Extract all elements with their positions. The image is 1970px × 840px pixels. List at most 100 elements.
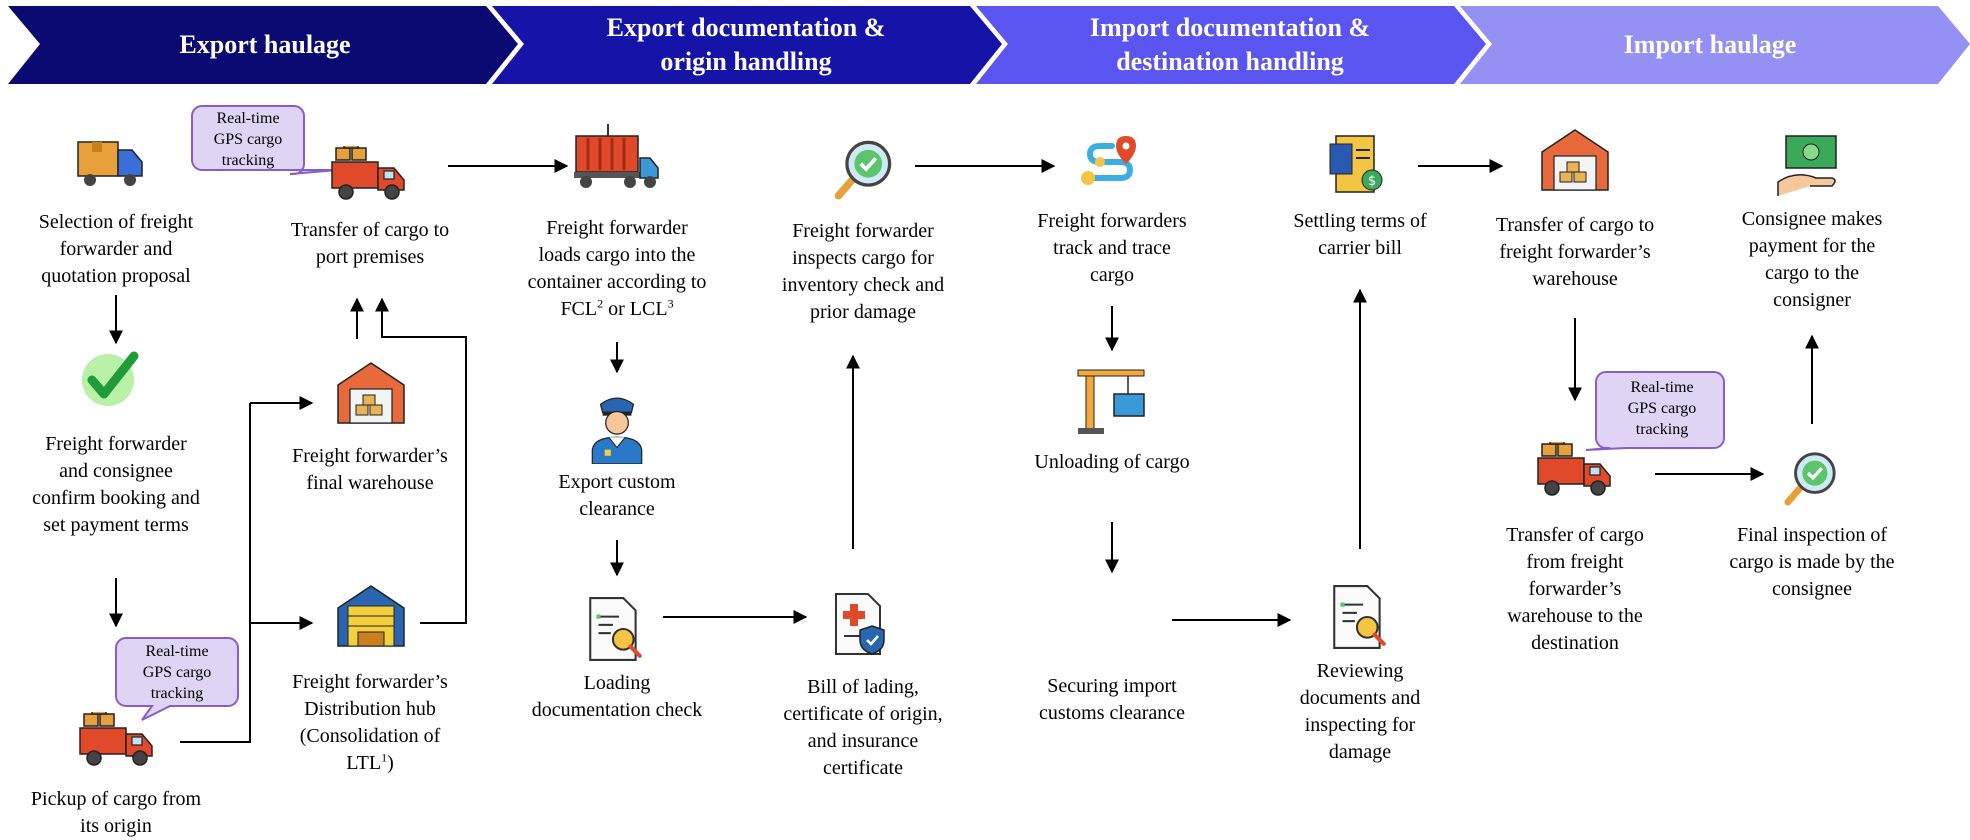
bubble-line: tracking [1635,421,1689,438]
cash-payment-icon [1777,135,1837,196]
text-part: ) [387,752,394,774]
text-line: Freight forwarder [792,220,934,242]
route-tracking-icon [1081,136,1136,185]
text-line: inventory check and [781,274,945,296]
text-line: Export custom [558,471,676,493]
inspection-magnifier-icon [1788,454,1834,502]
text-line: Freight forwarder [546,217,688,239]
text-line: Freight forwarders [1037,210,1187,232]
text-line: cargo [1089,264,1135,286]
header-label-line2: origin handling [660,47,832,76]
footnote-marker: 2 [597,296,604,311]
text-line: FCL2 or LCL3 [500,296,734,323]
checkmark-icon [82,351,139,406]
text-line: loads cargo into the [538,244,696,266]
text-line: Freight forwarder’s [292,445,448,467]
text-line: consigner [1773,289,1851,311]
text-line: destination [1531,632,1619,654]
text-line: quotation proposal [41,265,191,287]
step-inspects-label: Freight forwarder inspects cargo for inven… [750,218,976,326]
text-line: Transfer of cargo [1506,524,1644,546]
bubble-line: GPS cargo [1627,400,1697,417]
step-transfer-fw-label: Transfer of cargo to freight forwarder’s w… [1464,212,1686,293]
text-line: forwarder and [59,238,173,260]
stage-banner-import-documentation [976,6,1486,84]
text-line: confirm booking and [32,487,200,509]
bubble-line: Real-time [216,110,280,127]
text-line: certificate [823,757,903,779]
text-line: cargo to the [1764,262,1860,284]
step-bill-lading-label: Bill of lading, certificate of origin, and… [750,674,976,782]
footnote-marker: 3 [667,296,674,311]
text-line: customs clearance [1038,702,1186,724]
text-line: warehouse to the [1507,605,1643,627]
text-line: Bill of lading, [807,676,919,698]
text-line: certificate of origin, [783,703,943,725]
header-import-documentation: Import documentation & destination handl… [1020,6,1440,84]
warehouse-icon [1541,129,1609,191]
text-line: freight forwarder’s [1499,241,1651,263]
text-line: Loading [583,672,651,694]
header-label-line1: Export documentation & [606,13,886,42]
document-search-icon [590,598,640,660]
text-line: and insurance [807,730,919,752]
text-line: forwarder’s [1528,578,1622,600]
distribution-hub-icon [337,585,405,647]
header-label: Export haulage [179,30,351,59]
text-line: Freight forwarder [45,433,187,455]
text-line: inspecting for [1304,714,1416,736]
gps-bubble-shape-3 [1585,371,1725,451]
text-line: its origin [80,815,152,837]
text-line: Final inspection of [1737,524,1887,546]
bubble-line: Real-time [145,643,209,660]
text-line: cargo is made by the [1729,551,1895,573]
text-line: Settling terms of [1293,210,1427,232]
delivery-van-icon [77,141,143,186]
arrow-pickup-to-branch [180,403,251,743]
cargo-truck-icon [79,712,153,766]
text-part: or LCL [603,298,668,320]
text-line: documents and [1299,687,1421,709]
step-import-customs-label: Securing import customs clearance [1000,673,1224,727]
text-line: Reviewing [1316,660,1404,682]
reviewing-document-icon [1334,586,1384,648]
step-loading-doc-label: Loading documentation check [500,670,734,724]
stage-banner-import-haulage [1460,6,1970,84]
bubble-line: GPS cargo [213,131,283,148]
text-line: inspects cargo for [792,247,934,269]
text-line: Freight forwarder’s [292,671,448,693]
text-line: warehouse [1532,268,1618,290]
stage-banner-export-haulage [8,6,518,84]
text-line: documentation check [531,699,703,721]
text-line: Distribution hub [304,698,436,720]
header-export-haulage: Export haulage [60,6,470,84]
text-line: Transfer of cargo to [290,219,450,241]
bubble-line: GPS cargo [142,664,212,681]
text-line: Unloading of cargo [1034,451,1190,473]
text-line: track and trace [1053,237,1171,259]
text-line: port premises [315,246,425,268]
text-line: (Consolidation of [299,725,441,747]
invoice-icon: $ [1329,135,1383,193]
inspection-magnifier-icon [838,142,889,195]
text-line: Transfer of cargo to [1495,214,1655,236]
text-line: Securing import [1047,675,1177,697]
step-unloading-label: Unloading of cargo [1000,449,1224,476]
step-track-label: Freight forwarders track and trace cargo [1000,208,1224,289]
text-line: damage [1328,741,1392,763]
gps-bubble-shape-1 [191,105,339,175]
warehouse-icon [337,362,405,424]
text-part: LTL [346,752,382,774]
step-transfer-port-label: Transfer of cargo to port premises [262,217,478,271]
